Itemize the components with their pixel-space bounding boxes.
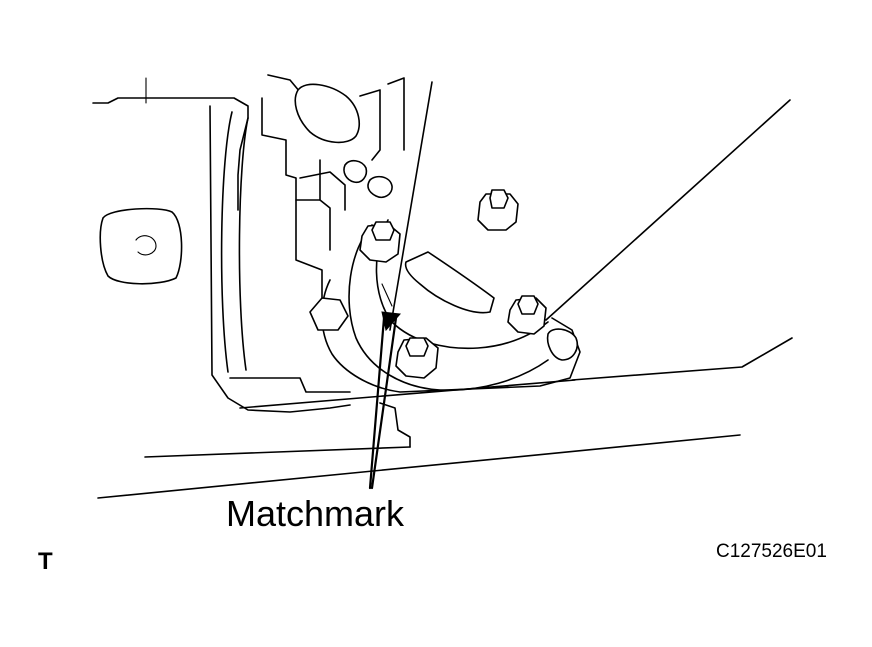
frame-lines	[97, 337, 793, 499]
steering-knuckle	[92, 74, 405, 413]
matchmark-callout-label: Matchmark	[226, 493, 405, 534]
corner-mark: T	[38, 548, 53, 575]
hub-bearing-assembly	[309, 81, 791, 393]
figure-code: C127526E01	[716, 541, 827, 562]
matchmark-leader-lines	[368, 316, 398, 490]
